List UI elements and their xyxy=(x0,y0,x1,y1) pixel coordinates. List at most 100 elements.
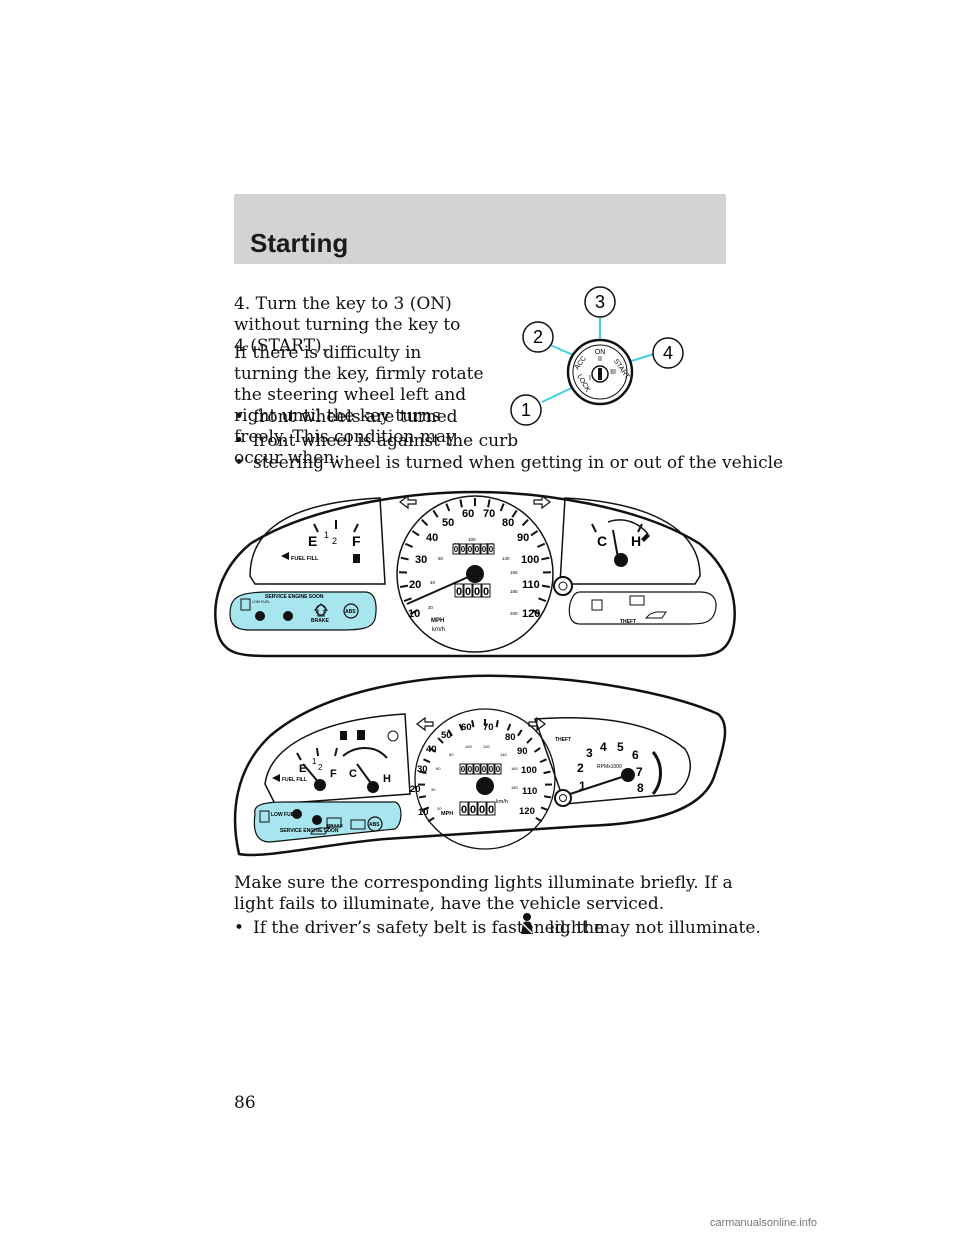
kmh-label: 20 xyxy=(437,806,442,811)
speed-label: 30 xyxy=(415,554,427,566)
temp-hub xyxy=(367,781,379,793)
kmh-label: 180 xyxy=(510,589,518,594)
coolant-temp-icon xyxy=(357,730,365,740)
speed-label: 20 xyxy=(410,784,421,795)
digit-box xyxy=(466,763,474,775)
fuel-fill-label: FUEL FILL xyxy=(291,556,319,562)
tach-label: 3 xyxy=(586,746,593,760)
speed-label: 40 xyxy=(426,532,438,544)
low-fuel-label: LOW FUEL xyxy=(252,600,270,604)
dial-tick xyxy=(532,609,540,616)
temp-gauge-arc xyxy=(607,519,649,535)
speed-label: 60 xyxy=(461,722,472,733)
ignition-start-num: III xyxy=(610,369,616,376)
digit: 0 xyxy=(489,545,494,554)
trip-reset-knob-inner xyxy=(559,794,567,802)
trip-reset-knob xyxy=(554,789,572,807)
speed-label: 20 xyxy=(409,579,421,591)
digit-box xyxy=(480,543,488,555)
dial-tick xyxy=(499,503,505,512)
speed-label: 100 xyxy=(521,765,537,776)
right-turn-signal-icon xyxy=(533,494,551,510)
tach-label: 4 xyxy=(600,740,607,754)
dial-tick xyxy=(543,770,551,775)
abs-label: ABS xyxy=(345,609,356,615)
digit: 0 xyxy=(461,545,466,554)
right-turn-signal-icon xyxy=(528,716,546,732)
digit-box xyxy=(472,583,482,598)
digit: 0 xyxy=(468,765,473,774)
digit-box xyxy=(487,763,495,775)
mph-unit-label: MPH xyxy=(431,618,444,624)
belt-note-start: If the driver’s safety belt is fastened,… xyxy=(253,918,605,938)
cluster2-left-pod xyxy=(264,713,411,805)
dial-tick xyxy=(471,720,475,728)
page-number: 86 xyxy=(234,1093,256,1113)
dial-tick xyxy=(429,747,437,753)
fuel-half-num: 1 xyxy=(312,757,317,766)
fuel-pump-icon xyxy=(353,554,360,563)
dial-tick xyxy=(517,729,523,737)
dial-tick xyxy=(411,530,420,537)
step-4-text: 4. Turn the key to 3 (ON) without turnin… xyxy=(234,294,461,356)
digit-box xyxy=(463,583,473,598)
temp-hot-label: H xyxy=(631,533,641,549)
digit-box xyxy=(459,801,469,816)
digit: 0 xyxy=(461,804,467,816)
low-fuel-label: LOW FUEL xyxy=(271,812,297,818)
speedometer-dial xyxy=(414,708,556,850)
speed-label: 100 xyxy=(521,554,539,566)
cluster2-warning-strip xyxy=(253,801,402,843)
bullet-dot: • xyxy=(234,407,245,427)
kmh-label: 40 xyxy=(431,787,436,792)
dial-tick xyxy=(535,816,543,823)
digit-box xyxy=(486,801,496,816)
fuel-empty-label: E xyxy=(308,533,317,549)
fuel-full-label: F xyxy=(330,768,337,780)
dial-tick xyxy=(487,499,491,508)
digit: 0 xyxy=(482,765,487,774)
temp-cold-label: C xyxy=(597,533,607,549)
dial-tick xyxy=(541,584,551,588)
speed-label: 50 xyxy=(442,517,454,529)
mph-unit-label: MPH xyxy=(441,811,453,817)
condition-text: front wheels are turned xyxy=(253,407,458,427)
dial-tick xyxy=(540,806,548,811)
digit-box xyxy=(468,801,478,816)
speed-label: 80 xyxy=(505,732,516,743)
condition-text: steering wheel is turned when getting in… xyxy=(253,453,784,473)
digit: 0 xyxy=(475,545,480,554)
difficulty-text: If there is difficulty in turning the ke… xyxy=(234,343,484,468)
seatbelt-icon xyxy=(521,913,533,934)
dial-tick xyxy=(511,509,518,518)
callout-4: 4 xyxy=(663,343,673,363)
fuel-pump-icon xyxy=(340,731,347,740)
kmh-label: 40 xyxy=(430,580,436,585)
digit-box xyxy=(459,763,467,775)
temp-hub xyxy=(614,553,628,567)
section-header: Starting xyxy=(234,194,726,264)
service-engine-label: SERVICE ENGINE SOON xyxy=(265,594,324,600)
speed-label: 80 xyxy=(502,517,514,529)
ignition-switch-diagram: 3 2 4 1 ON II ACC START III LOCK I xyxy=(510,286,684,426)
oil-pressure-icon xyxy=(310,827,330,835)
fuel-empty-label: E xyxy=(299,763,306,775)
digit: 0 xyxy=(468,545,473,554)
tach-label: 7 xyxy=(636,765,643,779)
cluster2-tach-pod xyxy=(533,717,691,805)
kmh-unit-label: km/h xyxy=(432,627,445,633)
digit-box xyxy=(487,543,495,555)
speedometer-dial xyxy=(396,495,554,653)
fuel-fill-arrow-icon xyxy=(281,552,289,560)
kmh-label: 120 xyxy=(483,744,490,749)
battery-icon xyxy=(629,595,645,606)
callout-3: 3 xyxy=(595,292,605,312)
instrument-cluster-1: E F 1 2 FUEL FILL 10 20 30 40 50 60 70 8… xyxy=(214,490,736,658)
speed-label: 120 xyxy=(522,608,540,620)
temp-gauge-arc xyxy=(342,747,388,759)
dial-tick xyxy=(539,758,547,764)
tach-label: 6 xyxy=(632,748,639,762)
dial-tick xyxy=(543,795,552,799)
